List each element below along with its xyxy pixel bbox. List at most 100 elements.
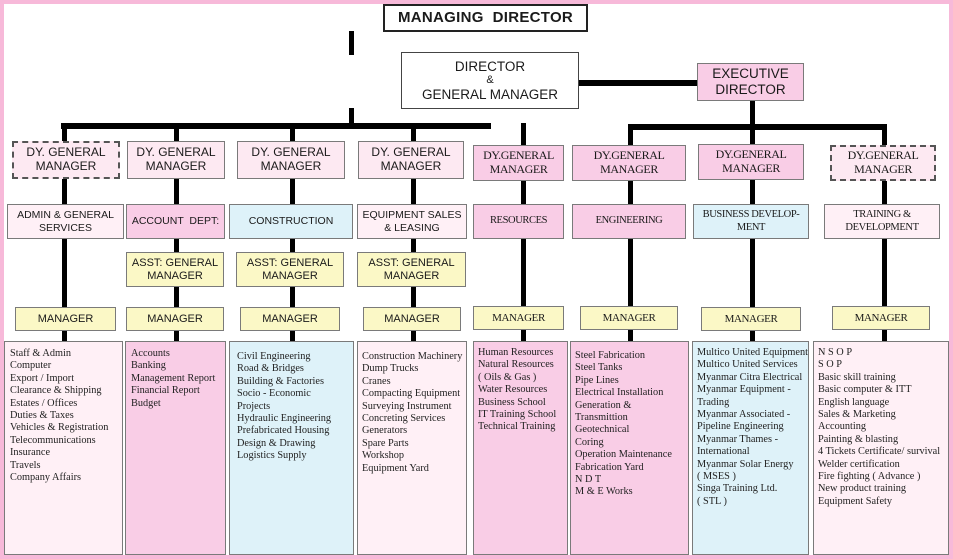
manager-label: MANAGER [602, 311, 656, 324]
dept-label: RESOURCES [489, 215, 548, 227]
dept-box-business[interactable]: BUSINESS DEVELOP- MENT [693, 204, 809, 239]
detail-item: Design & Drawing [237, 437, 316, 449]
dy-gm-label: MANAGER [145, 159, 207, 173]
connector-line [61, 123, 491, 129]
dy-gm-box-training[interactable]: DY.GENERAL MANAGER [830, 145, 936, 181]
detail-item: Dump Trucks [362, 363, 419, 375]
detail-item: Compacting Equipment [362, 388, 461, 400]
manager-label: MANAGER [384, 312, 440, 325]
detail-item: Accounting [818, 421, 867, 433]
director-gm-box[interactable]: DIRECTOR & GENERAL MANAGER [401, 52, 579, 109]
dept-box-resources[interactable]: RESOURCES [473, 204, 564, 239]
dept-label: ACCOUNT DEPT: [131, 215, 220, 228]
managing-director-title: MANAGING DIRECTOR [397, 9, 574, 27]
detail-item: Multico United Services [697, 359, 798, 371]
executive-director-box[interactable]: EXECUTIVE DIRECTOR [697, 63, 804, 101]
dy-gm-label: DY.GENERAL [483, 148, 554, 163]
detail-item: IT Training School [478, 409, 557, 421]
manager-box-engineering[interactable]: MANAGER [580, 306, 678, 330]
detail-item: Coring [575, 436, 604, 448]
detail-item: Technical Training [478, 421, 556, 433]
detail-item: Electrical Installation [575, 387, 664, 399]
detail-item: Myanmar Thames - [697, 433, 779, 445]
detail-item: Telecommunications [10, 434, 96, 446]
detail-item: Basic computer & ITT [818, 384, 912, 396]
dy-gm-box-equipment[interactable]: DY. GENERAL MANAGER [358, 141, 464, 179]
detail-item: Welder certification [818, 458, 900, 470]
detail-item: Cranes [362, 375, 391, 387]
detail-item: Pipeline Engineering [697, 421, 784, 433]
dept-box-equipment[interactable]: EQUIPMENT SALES & LEASING [357, 204, 467, 239]
dept-box-engineering[interactable]: ENGINEERING [572, 204, 686, 239]
detail-item: Budget [131, 397, 161, 409]
manager-box-equipment[interactable]: MANAGER [363, 307, 461, 331]
dept-label: DEVELOPMENT [845, 221, 919, 233]
detail-item: Generators [362, 425, 408, 437]
dept-label: CONSTRUCTION [248, 215, 334, 228]
dept-box-account[interactable]: ACCOUNT DEPT: [126, 204, 225, 239]
detail-item: Water Resources [478, 384, 548, 396]
asst-gm-label: MANAGER [147, 269, 203, 282]
dy-gm-label: MANAGER [722, 161, 780, 175]
org-chart: MANAGING DIRECTOR DIRECTOR & GENERAL MAN… [4, 4, 949, 555]
asst-gm-box-account[interactable]: ASST: GENERAL MANAGER [126, 252, 224, 287]
dept-box-training[interactable]: TRAINING & DEVELOPMENT [824, 204, 940, 239]
detail-item: Construction Machinery [362, 351, 463, 362]
asst-gm-box-equipment[interactable]: ASST: GENERAL MANAGER [357, 252, 466, 287]
manager-box-account[interactable]: MANAGER [126, 307, 224, 331]
detail-item: Vehicles & Registration [10, 422, 109, 434]
detail-item: English language [818, 396, 890, 408]
manager-box-admin[interactable]: MANAGER [15, 307, 116, 331]
dy-gm-box-account[interactable]: DY. GENERAL MANAGER [127, 141, 225, 179]
manager-box-training[interactable]: MANAGER [832, 306, 930, 330]
detail-item: Fire fighting ( Advance ) [818, 471, 921, 483]
manager-box-business[interactable]: MANAGER [701, 307, 801, 331]
managing-director-box[interactable]: MANAGING DIRECTOR [383, 4, 588, 32]
dy-gm-box-admin[interactable]: DY. GENERAL MANAGER [12, 141, 120, 179]
dept-box-construction[interactable]: CONSTRUCTION [229, 204, 353, 239]
detail-item: Computer [10, 360, 52, 372]
detail-item: Clearance & Shipping [10, 385, 102, 397]
manager-label: MANAGER [854, 311, 908, 324]
dy-gm-box-engineering[interactable]: DY.GENERAL MANAGER [572, 145, 686, 181]
dy-gm-label: MANAGER [260, 159, 322, 173]
detail-item: Steel Fabrication [575, 350, 646, 361]
dy-gm-label: DY.GENERAL [715, 147, 787, 162]
detail-item: New product training [818, 483, 907, 495]
dy-gm-label: DY. GENERAL [136, 145, 216, 160]
dy-gm-box-resources[interactable]: DY.GENERAL MANAGER [473, 145, 564, 181]
asst-gm-label: MANAGER [262, 269, 318, 282]
detail-item: Myanmar Equipment - [697, 384, 791, 396]
detail-item: Socio - Economic [237, 388, 311, 400]
detail-item: Transmittion [575, 412, 628, 424]
manager-box-resources[interactable]: MANAGER [473, 306, 564, 330]
detail-item: ( Oils & Gas ) [478, 371, 537, 383]
asst-gm-box-construction[interactable]: ASST: GENERAL MANAGER [236, 252, 344, 287]
connector-line [628, 124, 887, 130]
manager-box-construction[interactable]: MANAGER [240, 307, 340, 331]
detail-item: Insurance [10, 447, 51, 459]
detail-item: Concreting Services [362, 413, 446, 425]
dept-label: TRAINING & [853, 209, 911, 221]
detail-item: Painting & blasting [818, 433, 899, 445]
detail-item: Hydraulic Engineering [237, 413, 332, 425]
dept-box-admin[interactable]: ADMIN & GENERAL SERVICES [7, 204, 124, 239]
dy-gm-box-business[interactable]: DY.GENERAL MANAGER [698, 144, 804, 180]
detail-item: Fabrication Yard [575, 461, 644, 473]
dy-gm-label: MANAGER [854, 162, 912, 176]
dy-gm-box-construction[interactable]: DY. GENERAL MANAGER [237, 141, 345, 179]
detail-item: Myanmar Solar Energy [697, 458, 794, 470]
dept-label: MENT [736, 221, 766, 233]
detail-item: ( MSES ) [697, 471, 736, 483]
